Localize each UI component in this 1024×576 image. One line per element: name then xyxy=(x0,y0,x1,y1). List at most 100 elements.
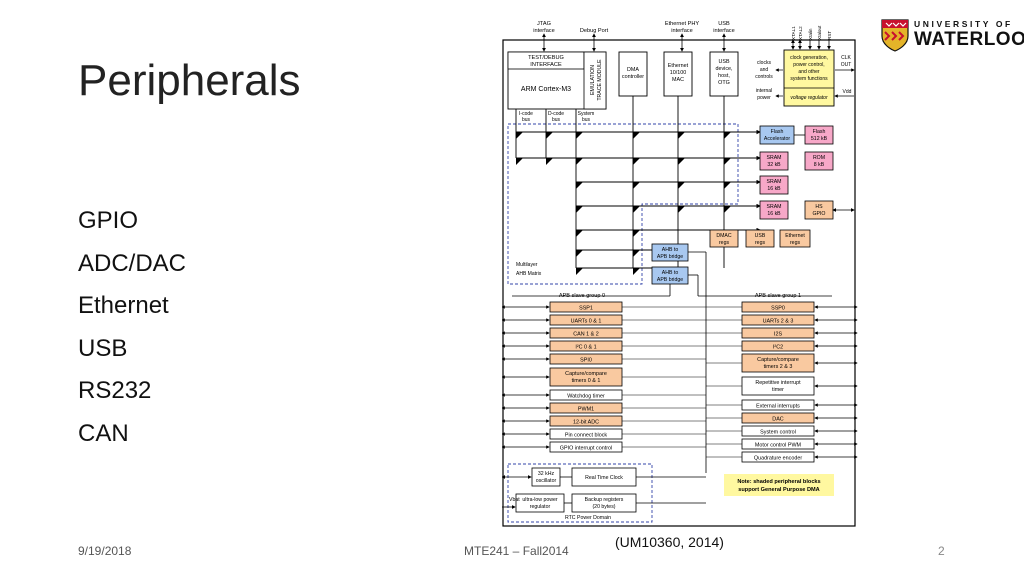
apb0-label-9-0: Pin connect block xyxy=(565,432,608,438)
usbif-label-2: interface xyxy=(713,28,734,34)
sram16b-block xyxy=(759,200,789,220)
rtc-domain-outline xyxy=(507,463,653,523)
apb1-label-4-1: timers 2 & 3 xyxy=(764,364,793,370)
sram16b-label-1: SRAM xyxy=(767,204,782,210)
shield-icon xyxy=(881,19,909,52)
vbat-label: Vbat xyxy=(509,497,520,503)
sysbus-label-2: bus xyxy=(582,117,591,123)
bridge0-label-1: AHB to xyxy=(662,247,679,253)
ethernet-regs-block xyxy=(779,229,811,248)
rtc-osc-label-2: oscillator xyxy=(536,478,557,484)
usb-label-3: host, xyxy=(718,73,730,79)
slide-title: Peripherals xyxy=(78,56,301,105)
flash-label-2: 512 kB xyxy=(811,136,828,142)
sysbus-label-1: System xyxy=(578,111,595,117)
apb1-label-0-0: SSP0 xyxy=(771,305,785,311)
dcode-label-1: D-code xyxy=(548,111,564,117)
sram32-block xyxy=(759,151,789,171)
usbif-label-1: USB xyxy=(718,21,730,27)
sram16a-label-1: SRAM xyxy=(767,179,782,185)
apb0-label-4-0: SPI0 xyxy=(580,357,592,363)
clkout-label-2: OUT xyxy=(841,62,852,68)
sram16a-label-2: 16 kB xyxy=(767,186,781,192)
note-line-2: support General Purpose DMA xyxy=(738,487,819,493)
rtc-label: Real Time Clock xyxy=(585,475,623,481)
etm-label-2: TRACE MODULE xyxy=(597,59,603,101)
pin-xtalin: Xtalin xyxy=(808,28,813,40)
matrix-junctions xyxy=(516,132,731,275)
note-line-1: Note: shaded peripheral blocks xyxy=(737,479,820,485)
clocks-label-3: controls xyxy=(755,74,773,80)
apb1-label-10-0: Quadrature encoder xyxy=(754,455,802,461)
dmac-regs-label-1: DMAC xyxy=(716,233,732,239)
ethernet-mac-block xyxy=(663,51,693,97)
voltage-regulator-label: voltage regulator xyxy=(790,95,828,101)
eth-regs-label-2: regs xyxy=(790,240,800,246)
clock-label-3: and other xyxy=(798,69,819,75)
vdd-label: Vdd xyxy=(843,89,852,95)
bullet-usb: USB xyxy=(78,334,128,362)
bullet-can: CAN xyxy=(78,419,129,447)
flash-acc-label-1: Flash xyxy=(771,129,784,135)
apb0-label-5-1: timers 0 & 1 xyxy=(572,378,601,384)
clocks-label-2: and xyxy=(760,67,769,73)
sram16b-label-2: 16 kB xyxy=(767,211,781,217)
apb1-label-5-0: Repetitive interrupt xyxy=(755,380,801,386)
testdebug-label-2: INTERFACE xyxy=(530,62,562,68)
dma-label-1: DMA xyxy=(627,67,639,73)
dcode-label-2: bus xyxy=(552,117,561,123)
bullet-gpio: GPIO xyxy=(78,207,139,234)
clock-generation-block xyxy=(783,49,835,107)
apb1-title: APB slave group 1 xyxy=(755,293,801,299)
internal-power-label-1: internal xyxy=(756,88,772,94)
ethphy-label-1: Ethernet PHY xyxy=(665,21,699,27)
usb-label-2: device, xyxy=(715,66,733,72)
university-logo: UNIVERSITY OF WATERLOO xyxy=(880,18,1024,52)
ulpr-label-1: ultra-low power xyxy=(522,497,557,503)
ulpr-label-2: regulator xyxy=(530,504,551,510)
rtc-osc-label-1: 32 kHz xyxy=(538,471,555,477)
hsgpio-label-1: HS xyxy=(815,204,823,210)
etm-block xyxy=(583,51,607,110)
footer-course: MTE241 – Fall2014 xyxy=(464,544,569,558)
apb0-title: APB slave group 0 xyxy=(559,293,605,299)
apb0-label-8-0: 12-bit ADC xyxy=(573,419,599,425)
backup-label-1: Backup registers xyxy=(585,497,624,503)
apb0-label-7-0: PWM1 xyxy=(578,406,594,412)
apb0-label-6-0: Watchdog timer xyxy=(567,393,605,399)
icode-label-2: bus xyxy=(522,117,531,123)
bullet-rs232: RS232 xyxy=(78,377,152,404)
usb-regs-label-1: USB xyxy=(755,233,766,239)
clock-label-2: power control, xyxy=(793,62,824,68)
sram32-label-1: SRAM xyxy=(767,155,782,161)
apb0-label-1-0: UARTs 0 & 1 xyxy=(571,318,602,324)
citation: (UM10360, 2014) xyxy=(615,534,724,550)
icode-label-1: I-code xyxy=(519,111,533,117)
pin-rst: RST xyxy=(827,31,832,40)
clkout-label-1: CLK xyxy=(841,55,851,61)
etm-label-1: EMULATION xyxy=(590,65,596,95)
dmac-regs-block xyxy=(709,229,739,248)
matrix-label-2: AHB Matrix xyxy=(516,271,542,277)
bridge1-label-1: AHB to xyxy=(662,270,679,276)
bridge1-label-2: APB bridge xyxy=(657,277,683,283)
eth-mac-label-3: MAC xyxy=(672,77,684,83)
cpu-core-label: ARM Cortex-M3 xyxy=(521,86,571,93)
clocks-label-1: clocks xyxy=(757,60,771,66)
rom-label-2: 8 kB xyxy=(814,162,825,168)
pin-xtal2: XTAL2 xyxy=(798,26,803,40)
apb0-label-10-0: GPIO interrupt control xyxy=(560,445,612,451)
eth-mac-label-2: 10/100 xyxy=(670,70,687,76)
internal-power-label-2: power xyxy=(757,95,771,101)
clock-label-1: clock generation, xyxy=(790,55,828,61)
sram32-label-2: 32 kB xyxy=(767,162,781,168)
dma-label-2: controller xyxy=(622,74,644,80)
chip-outline xyxy=(502,39,856,527)
apb0-label-5-0: Capture/compare xyxy=(565,371,607,377)
apb1-label-1-0: UARTs 2 & 3 xyxy=(763,318,794,324)
jtag-label-2: interface xyxy=(533,28,554,34)
footer-page-number: 2 xyxy=(938,544,945,558)
eth-mac-label-1: Ethernet xyxy=(668,63,689,69)
lpc-block-diagram: JTAG interface Debug Port Ethernet PHY i… xyxy=(502,21,858,527)
backup-label-2: (20 bytes) xyxy=(592,504,615,510)
